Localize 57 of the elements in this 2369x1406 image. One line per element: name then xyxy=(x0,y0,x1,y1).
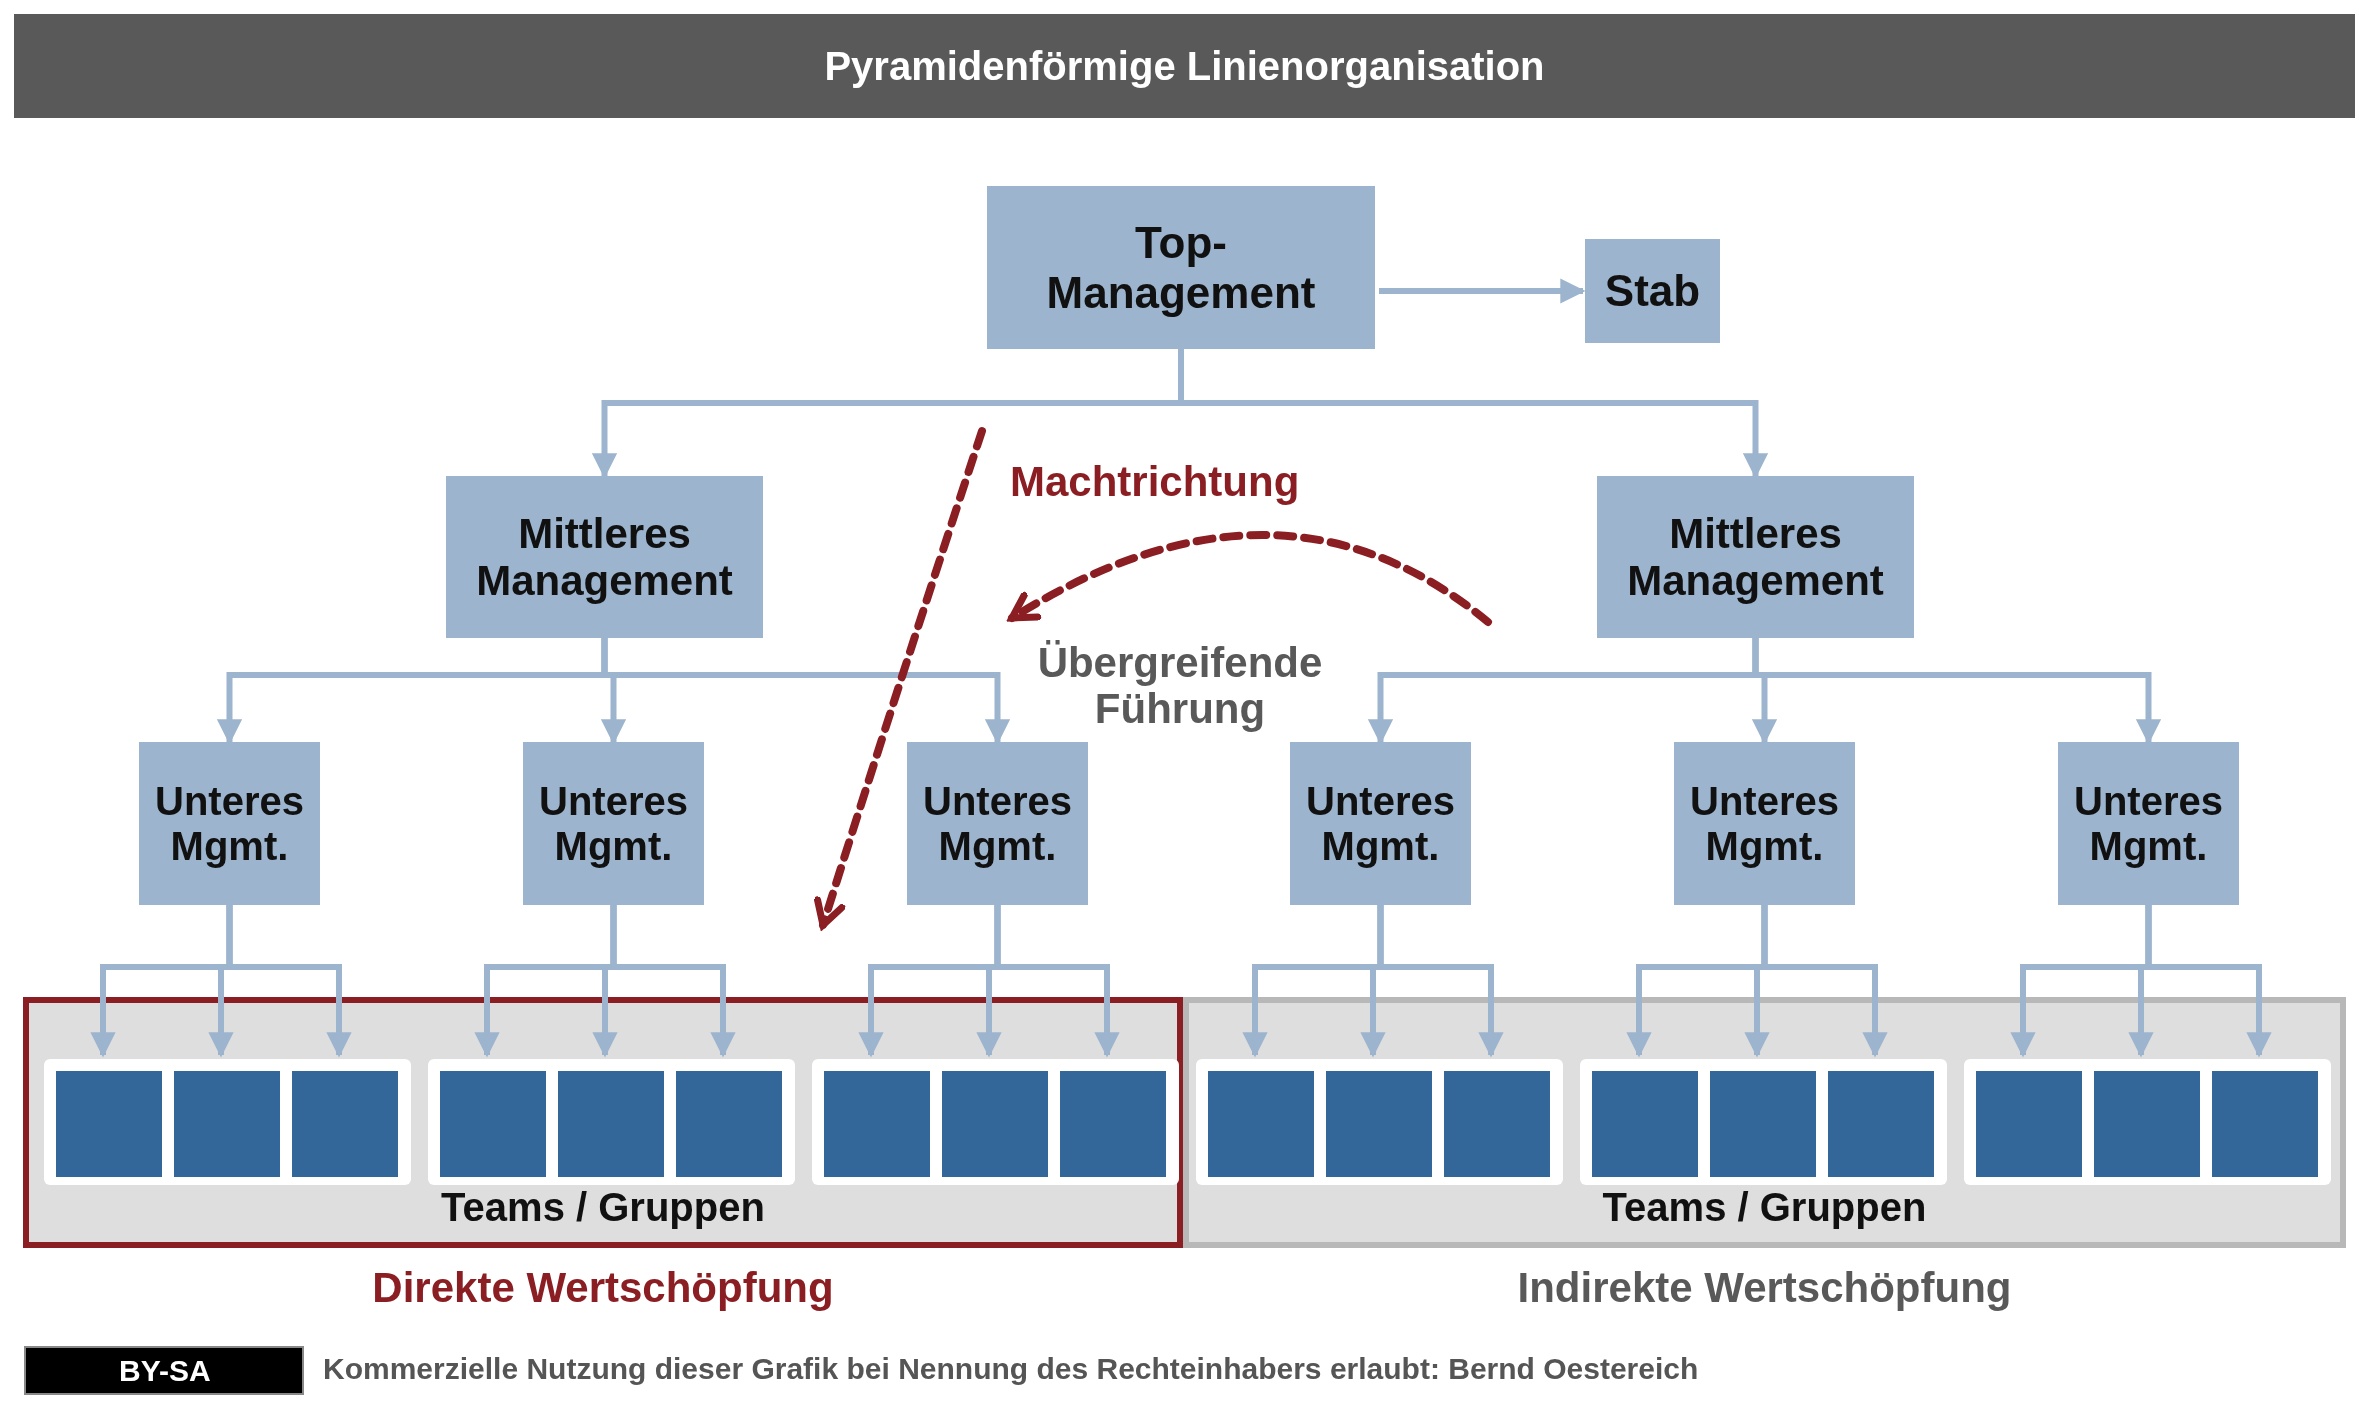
team-box xyxy=(56,1071,162,1177)
org-box xyxy=(1597,476,1914,638)
team-box xyxy=(1060,1071,1166,1177)
credit-note: Kommerzielle Nutzung dieser Grafik bei Nennung des Rechteinhabers erlaubt: Bernd Oestereich xyxy=(323,1352,1699,1386)
region-caption: Direkte Wertschöpfung xyxy=(371,1264,835,1312)
connector-arrow xyxy=(994,905,1120,1058)
org-box xyxy=(1585,239,1720,343)
team-box xyxy=(1976,1071,2082,1177)
region-caption: Indirekte Wertschöpfung xyxy=(1516,1264,2013,1312)
org-box xyxy=(139,742,320,905)
team-box xyxy=(292,1071,398,1177)
org-box xyxy=(907,742,1088,905)
connector-arrow xyxy=(226,905,352,1058)
team-area xyxy=(23,997,1183,1248)
team-box xyxy=(2212,1071,2318,1177)
org-label: Stab xyxy=(1604,266,1701,316)
org-label: Top- Management xyxy=(1045,218,1317,317)
team-box xyxy=(1828,1071,1934,1177)
license-badge: BY-SA xyxy=(26,1348,302,1393)
org-label: Unteres Mgmt. xyxy=(2073,778,2224,869)
team-box xyxy=(824,1071,930,1177)
region-label: Teams / Gruppen xyxy=(441,1185,765,1230)
connector-arrow xyxy=(2145,905,2272,1058)
team-box xyxy=(1444,1071,1550,1177)
org-label: Unteres Mgmt. xyxy=(154,778,305,869)
team-box xyxy=(1710,1071,1816,1177)
direction-label: Machtrichtung xyxy=(1010,458,1300,506)
connector-arrow xyxy=(601,638,1011,745)
team-box xyxy=(174,1071,280,1177)
team-area xyxy=(1183,997,2346,1248)
org-label: Mittleres Management xyxy=(1626,509,1885,605)
team-box xyxy=(1326,1071,1432,1177)
team-box xyxy=(942,1071,1048,1177)
org-box xyxy=(523,742,704,905)
org-label: Mittleres Management xyxy=(475,509,734,605)
team-box xyxy=(440,1071,546,1177)
org-box xyxy=(987,186,1375,349)
org-box xyxy=(446,476,763,638)
connector-arrow xyxy=(1379,278,1586,304)
org-label: Unteres Mgmt. xyxy=(538,778,689,869)
org-box xyxy=(2058,742,2239,905)
connector-arrow xyxy=(1752,638,2162,745)
title-bar: Pyramidenförmige Linienorganisation xyxy=(14,14,2355,118)
connector-arrow xyxy=(1761,905,1888,1058)
org-label: Unteres Mgmt. xyxy=(1689,778,1840,869)
team-box xyxy=(2094,1071,2200,1177)
org-label: Unteres Mgmt. xyxy=(922,778,1073,869)
org-box xyxy=(1674,742,1855,905)
team-box xyxy=(676,1071,782,1177)
team-box xyxy=(1592,1071,1698,1177)
team-box xyxy=(1208,1071,1314,1177)
org-box xyxy=(1290,742,1471,905)
connector-arrow xyxy=(610,905,736,1058)
org-label: Unteres Mgmt. xyxy=(1305,778,1456,869)
connector-arrow xyxy=(1377,905,1504,1058)
team-box xyxy=(558,1071,664,1177)
region-label: Teams / Gruppen xyxy=(1602,1185,1927,1230)
